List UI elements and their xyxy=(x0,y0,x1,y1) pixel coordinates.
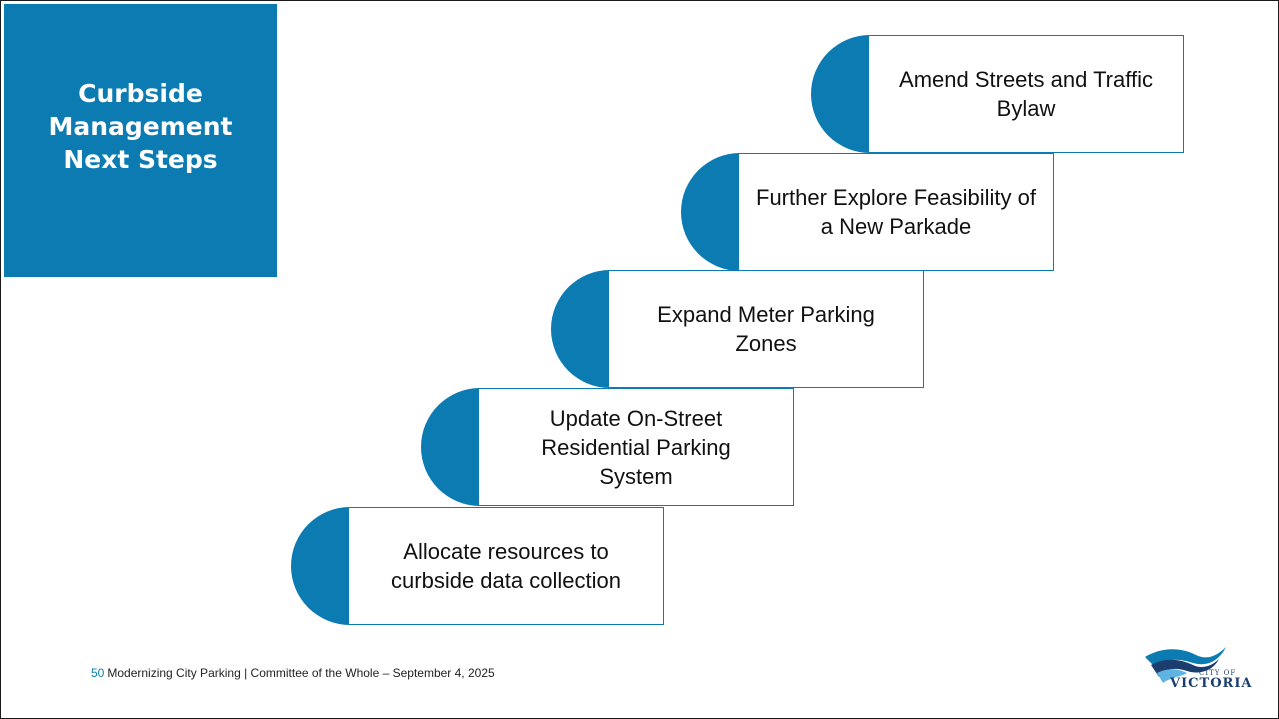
logo-big-text: VICTORIA xyxy=(1170,676,1253,691)
step-box: Allocate resources to curbside data coll… xyxy=(348,507,664,625)
step-box: Amend Streets and Traffic Bylaw xyxy=(868,35,1184,153)
step-label: Amend Streets and Traffic Bylaw xyxy=(899,67,1153,121)
page-number: 50 xyxy=(91,666,105,680)
step-box: Further Explore Feasibility of a New Par… xyxy=(738,153,1054,271)
step-label: Expand Meter Parking Zones xyxy=(657,302,875,356)
title-line: Next Steps xyxy=(63,145,218,174)
footer-text: Modernizing City Parking | Committee of … xyxy=(107,666,495,680)
title-line: Curbside xyxy=(78,79,203,108)
step-box: Expand Meter Parking Zones xyxy=(608,270,924,388)
city-logo: CITY OF VICTORIA xyxy=(1141,643,1251,693)
logo-small-text: CITY OF xyxy=(1199,669,1237,677)
step-label: Further Explore Feasibility of a New Par… xyxy=(756,185,1036,239)
slide-title: Curbside Management Next Steps xyxy=(31,77,251,176)
title-line: Management xyxy=(48,112,233,141)
wave-icon xyxy=(1145,647,1226,683)
title-panel: Curbside Management Next Steps xyxy=(4,4,277,277)
step-label: Update On-Street Residential Parking Sys… xyxy=(541,405,731,489)
step-box: Update On-Street Residential Parking Sys… xyxy=(478,388,794,506)
step-label: Allocate resources to curbside data coll… xyxy=(391,539,621,593)
